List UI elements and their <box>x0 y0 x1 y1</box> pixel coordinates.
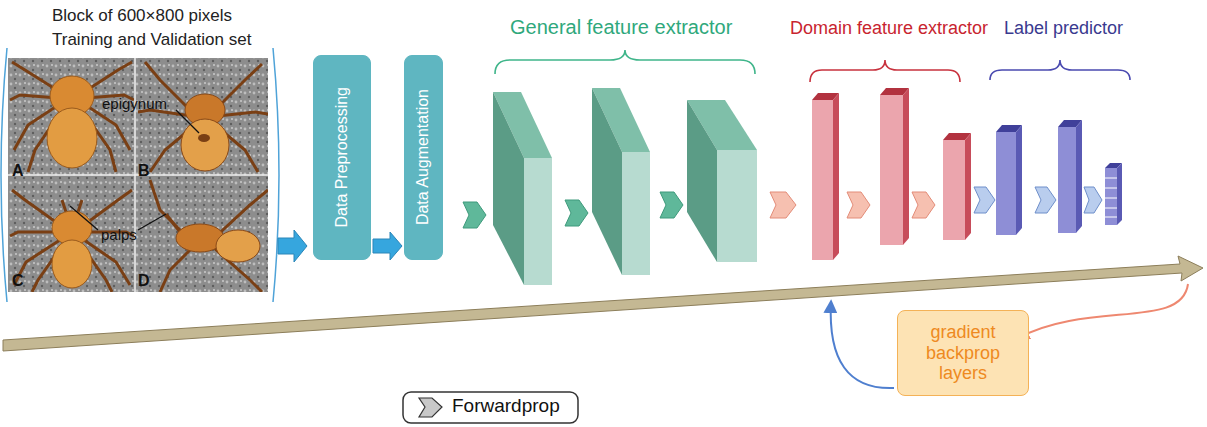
flow-chevron <box>565 200 588 226</box>
block-side <box>592 88 622 275</box>
block-front <box>622 152 650 275</box>
panel-letter: C <box>12 272 24 290</box>
leader-line <box>138 214 166 230</box>
group-bracket <box>990 60 1130 80</box>
flow-chevron <box>974 187 995 213</box>
backprop-box: gradient backprop layers <box>897 310 1029 396</box>
legend-text: Forwardprop <box>452 395 560 417</box>
spider-a <box>10 62 134 172</box>
feature-block <box>687 100 757 262</box>
caption-line: Block of 600×800 pixels <box>52 6 232 26</box>
group-bracket <box>495 50 755 74</box>
flow-chevrons <box>770 192 935 218</box>
spider-a-abdomen <box>47 108 97 168</box>
block-side <box>493 92 524 285</box>
spider-b-abdomen <box>181 119 229 171</box>
set-bracket <box>273 48 279 302</box>
legend-entry: Forwardprop <box>452 395 560 417</box>
spider-d <box>150 180 268 292</box>
panel-letter: D <box>138 272 150 290</box>
domain-bar <box>880 88 909 245</box>
node-label: gradient backprop layers <box>898 322 1028 384</box>
bar-front <box>1105 168 1117 225</box>
bar-side <box>1076 120 1082 233</box>
block-front <box>524 158 552 285</box>
group-heading: Domain feature extractor <box>790 18 988 39</box>
flow-chevron <box>1035 187 1056 213</box>
caption-line: Training and Validation set <box>52 30 251 50</box>
flow-arrow <box>373 232 402 260</box>
output-stripes <box>1105 178 1117 217</box>
bar-front <box>943 140 965 240</box>
group-heading: General feature extractor <box>510 16 732 39</box>
spider-photo <box>8 58 268 292</box>
bar-side <box>1016 125 1022 235</box>
bar-side <box>1117 163 1122 225</box>
flow-chevron <box>912 192 935 218</box>
panel-letter: B <box>138 162 150 180</box>
bar-front <box>812 100 833 260</box>
feature-block <box>592 88 650 275</box>
process-box: Data Preprocessing <box>313 55 371 260</box>
group-heading: Label predictor <box>1004 18 1123 39</box>
flow-chevron <box>463 202 486 228</box>
flow-chevrons <box>974 187 1102 213</box>
flow-chevron <box>1084 187 1102 213</box>
bar-side <box>833 93 839 260</box>
photo-ground <box>8 58 268 292</box>
process-box: Data Augmentation <box>404 55 443 260</box>
flow-arrow <box>278 230 307 262</box>
domain-bar <box>812 93 839 260</box>
panel-letter: A <box>12 162 24 180</box>
spider-b <box>138 62 268 172</box>
bar-front <box>996 132 1016 235</box>
legend-arrow-icon <box>419 398 442 417</box>
flow-chevron <box>770 192 796 218</box>
epigynum-mark <box>198 134 210 142</box>
domain-bar <box>943 133 971 240</box>
bar-front <box>880 95 903 245</box>
label-bar <box>1058 120 1082 233</box>
bar-side <box>965 133 971 240</box>
flow-chevron <box>847 192 870 218</box>
flow-chevron <box>660 192 683 218</box>
block-side <box>687 100 717 262</box>
legend-box <box>403 392 578 423</box>
leader-line <box>176 110 199 133</box>
backprop-curve <box>1018 284 1188 338</box>
spider-d-abdomen <box>216 230 260 262</box>
part-name: epigynum <box>102 95 167 112</box>
block-front <box>717 150 757 262</box>
leader-line <box>70 206 98 230</box>
group-bracket <box>810 60 960 82</box>
feature-block <box>493 92 552 285</box>
node-label: Data Preprocessing <box>333 87 351 228</box>
label-bar <box>996 125 1022 235</box>
bar-side <box>903 88 909 245</box>
set-bracket <box>1 48 7 302</box>
bar-front <box>1058 127 1076 233</box>
backprop-curve <box>831 302 894 388</box>
output-bar <box>1105 163 1122 225</box>
part-name: palps <box>101 226 137 243</box>
spider-c-abdomen <box>52 240 92 288</box>
node-label: Data Augmentation <box>414 89 432 225</box>
